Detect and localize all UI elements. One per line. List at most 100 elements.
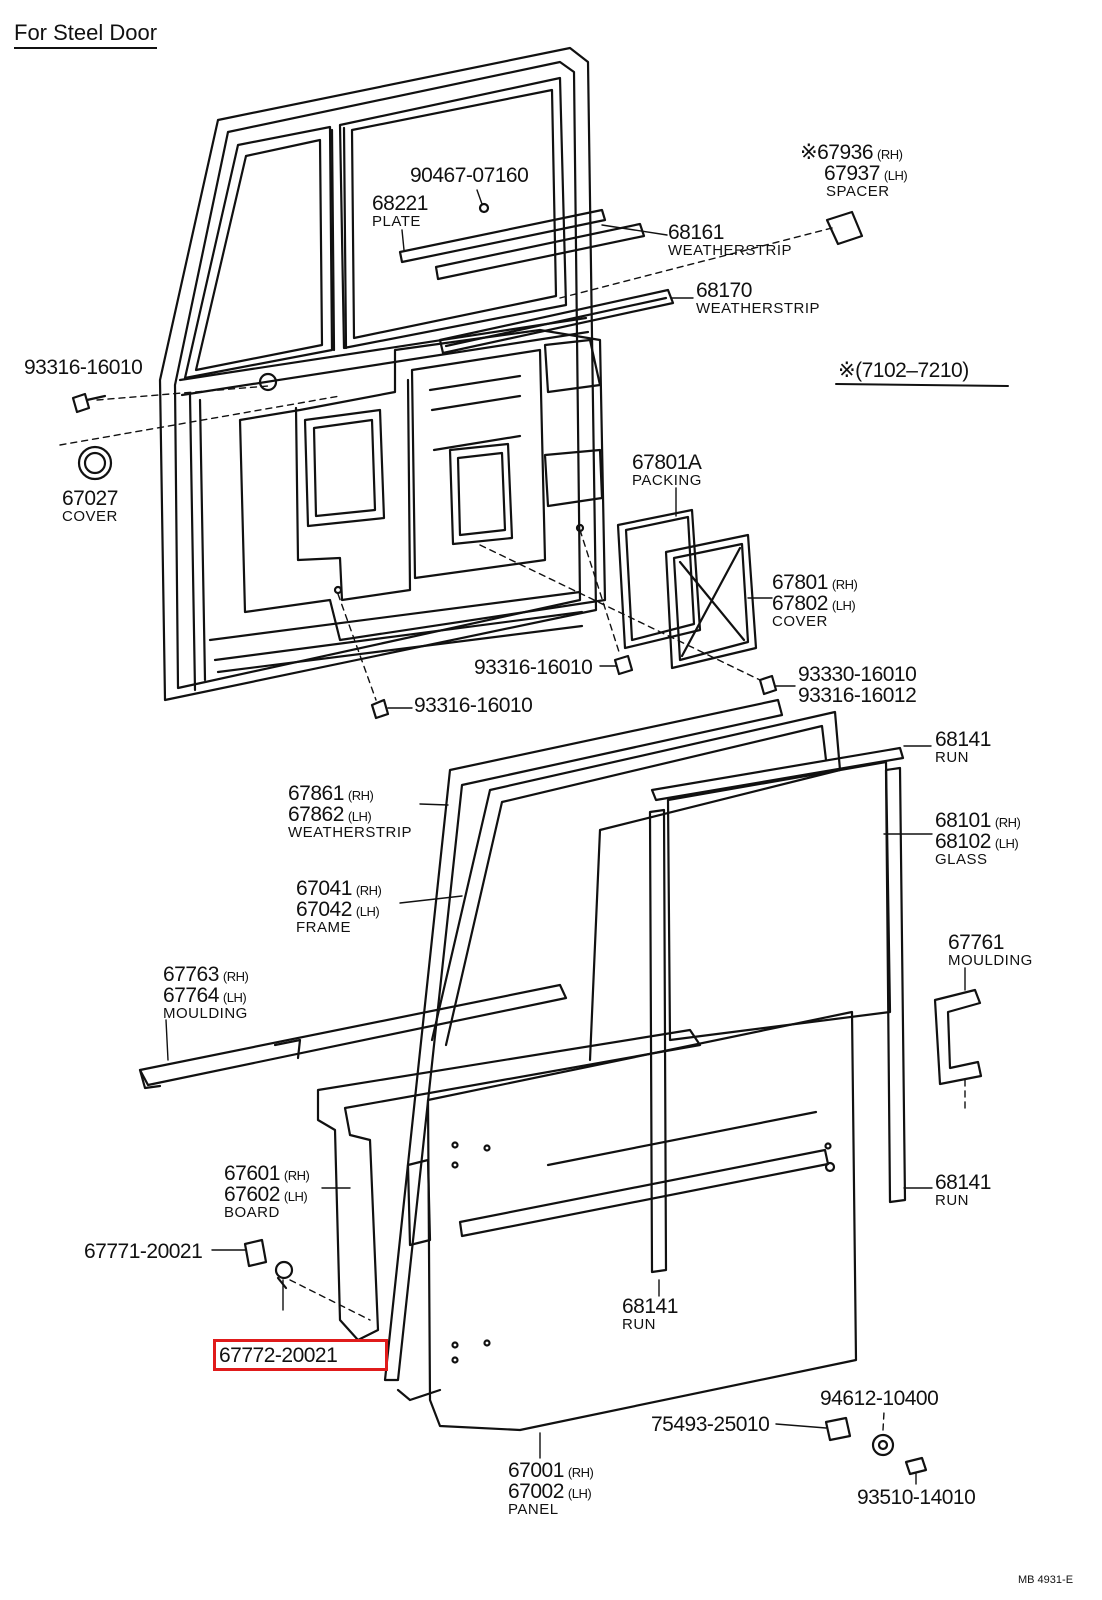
- part-68141-c[interactable]: 68141 RUN: [622, 1296, 678, 1332]
- part-number: 68141: [935, 1171, 991, 1194]
- part-67861[interactable]: 67861(RH) 67862(LH) WEATHERSTRIP: [288, 783, 412, 840]
- part-number: 68161: [668, 221, 724, 244]
- part-67801[interactable]: 67801(RH) 67802(LH) COVER: [772, 571, 858, 630]
- part-67772-highlighted[interactable]: 67772-20021: [219, 1344, 338, 1367]
- side-rh: (RH): [831, 577, 858, 592]
- part-93316-c[interactable]: 93316-16010: [414, 694, 533, 717]
- part-name: RUN: [935, 749, 969, 766]
- side-lh: (LH): [283, 1189, 308, 1204]
- part-name: FRAME: [296, 919, 351, 936]
- part-68141-b[interactable]: 68141 RUN: [935, 1172, 991, 1208]
- part-68221[interactable]: 68221 PLATE: [372, 193, 428, 229]
- part-name: COVER: [772, 613, 828, 630]
- part-number: 68170: [696, 279, 752, 302]
- part-67001[interactable]: 67001(RH) 67002(LH) PANEL: [508, 1459, 594, 1518]
- part-name: GLASS: [935, 851, 988, 868]
- part-number: 67801A: [632, 451, 702, 474]
- part-67761[interactable]: 67761 MOULDING: [948, 932, 1033, 968]
- part-name: MOULDING: [948, 952, 1033, 969]
- part-67771[interactable]: 67771-20021: [84, 1240, 203, 1263]
- part-67936[interactable]: ※67936(RH) 67937(LH) SPACER: [800, 141, 908, 200]
- part-number-2: 67937: [824, 162, 880, 185]
- part-75493[interactable]: 75493-25010: [651, 1413, 770, 1436]
- side-lh: (LH): [883, 168, 908, 183]
- part-68101[interactable]: 68101(RH) 68102(LH) GLASS: [935, 809, 1021, 868]
- part-67763[interactable]: 67763(RH) 67764(LH) MOULDING: [163, 963, 249, 1022]
- part-number: 67763: [163, 963, 219, 986]
- part-93316-a[interactable]: 93316-16010: [24, 356, 143, 379]
- part-number: 67001: [508, 1459, 564, 1482]
- upper-fasteners: [71, 392, 778, 720]
- packing-and-cover: [616, 508, 758, 670]
- side-lh: (LH): [222, 990, 247, 1005]
- part-number: 67601: [224, 1162, 280, 1185]
- part-93510[interactable]: 93510-14010: [857, 1486, 976, 1509]
- part-67027[interactable]: 67027 COVER: [62, 488, 118, 524]
- part-name: WEATHERSTRIP: [288, 824, 413, 841]
- moulding-left: [138, 983, 568, 1090]
- part-name: WEATHERSTRIP: [696, 300, 821, 317]
- part-number-2: 67002: [508, 1480, 564, 1503]
- part-90467[interactable]: 90467-07160: [410, 164, 529, 187]
- part-name: PACKING: [632, 472, 702, 489]
- part-68141-a[interactable]: 68141 RUN: [935, 729, 991, 765]
- part-number: 67861: [288, 782, 344, 805]
- part-number-2: 67042: [296, 898, 352, 921]
- part-name: RUN: [935, 1192, 969, 1209]
- part-number: 68221: [372, 192, 428, 215]
- part-number-2: 67862: [288, 803, 344, 826]
- part-number: 68101: [935, 809, 991, 832]
- lower-fasteners: [243, 1238, 928, 1476]
- part-number: 93330-16010: [798, 663, 917, 686]
- side-rh: (RH): [994, 815, 1021, 830]
- part-68170[interactable]: 68170 WEATHERSTRIP: [696, 280, 820, 316]
- diagram-title: For Steel Door: [14, 22, 158, 49]
- series-note: ※(7102–7210): [838, 359, 969, 382]
- part-93316-b[interactable]: 93316-16010: [474, 656, 593, 679]
- side-lh: (LH): [831, 598, 856, 613]
- part-number-2: 67602: [224, 1183, 280, 1206]
- part-68161[interactable]: 68161 WEATHERSTRIP: [668, 222, 792, 258]
- moulding-right: [933, 988, 983, 1086]
- part-name: MOULDING: [163, 1005, 248, 1022]
- part-67801A[interactable]: 67801A PACKING: [632, 452, 702, 488]
- part-67041[interactable]: 67041(RH) 67042(LH) FRAME: [296, 877, 382, 936]
- part-name: SPACER: [826, 183, 890, 200]
- part-name: COVER: [62, 508, 118, 525]
- part-number: 67936: [817, 141, 874, 164]
- drawing-code: MB 4931-E: [1018, 1574, 1074, 1586]
- part-number: 68141: [622, 1295, 678, 1318]
- part-number: 67041: [296, 877, 352, 900]
- top-weatherstrips: [398, 202, 864, 355]
- door-board: [316, 1028, 702, 1342]
- part-number: 68141: [935, 728, 991, 751]
- part-name: BOARD: [224, 1204, 280, 1221]
- part-number: 67027: [62, 487, 118, 510]
- part-name: PANEL: [508, 1501, 559, 1518]
- side-lh: (LH): [347, 809, 372, 824]
- part-number-2: 67802: [772, 592, 828, 615]
- part-number: 67761: [948, 931, 1004, 954]
- side-lh: (LH): [567, 1486, 592, 1501]
- part-name: PLATE: [372, 213, 421, 230]
- side-lh: (LH): [994, 836, 1019, 851]
- side-rh: (RH): [283, 1168, 310, 1183]
- side-lh: (LH): [355, 904, 380, 919]
- part-name: RUN: [622, 1316, 656, 1333]
- window-frame: [383, 698, 842, 1402]
- glass-and-runs: [648, 746, 907, 1274]
- part-name: WEATHERSTRIP: [668, 242, 793, 259]
- part-number-2: 93316-16012: [798, 684, 917, 707]
- part-93330[interactable]: 93330-16010 93316-16012: [798, 663, 917, 707]
- side-rh: (RH): [222, 969, 249, 984]
- highlight-box: [213, 1339, 388, 1371]
- part-94612[interactable]: 94612-10400: [820, 1387, 939, 1410]
- part-number-2: 67764: [163, 984, 219, 1007]
- part-67601[interactable]: 67601(RH) 67602(LH) BOARD: [224, 1162, 310, 1221]
- side-rh: (RH): [877, 147, 903, 162]
- side-rh: (RH): [567, 1465, 594, 1480]
- side-rh: (RH): [355, 883, 382, 898]
- part-number: 67801: [772, 571, 828, 594]
